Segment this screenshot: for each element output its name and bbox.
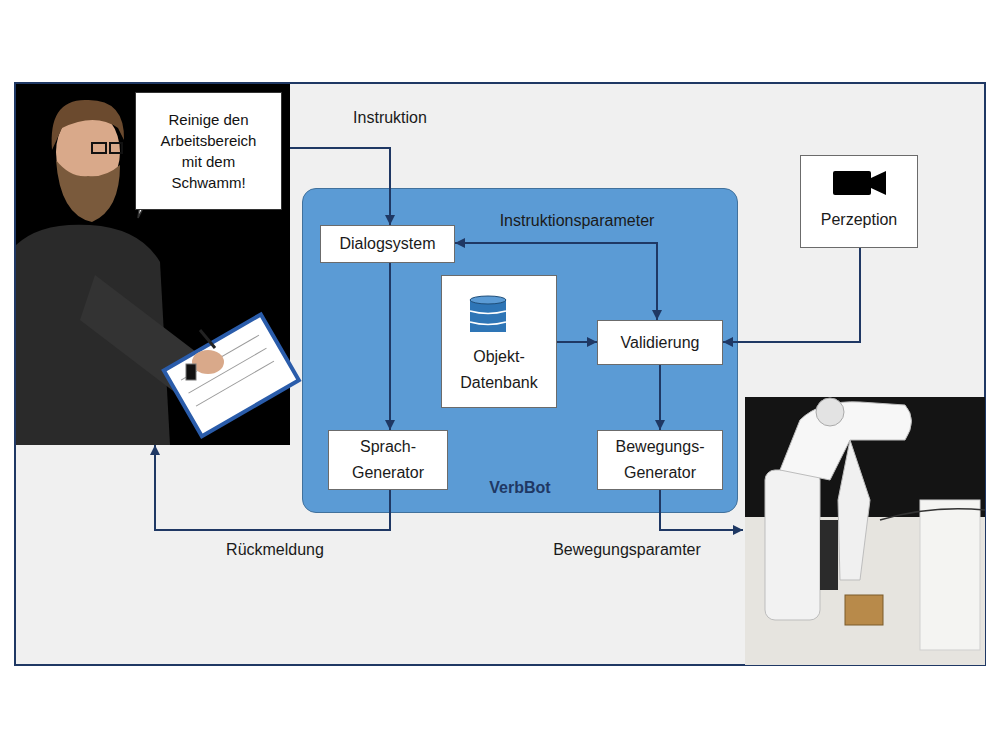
robot-base	[765, 470, 820, 620]
speech-bubble: Reinige den Arbeitsbereich mit dem Schwa…	[135, 92, 282, 210]
edge-label: Instruktionsparameter	[500, 212, 655, 230]
connector-arrow	[155, 445, 390, 530]
outer-frame	[15, 83, 985, 665]
person-panel: Reinige den Arbeitsbereich mit dem Schwa…	[15, 82, 290, 445]
robot-cable	[880, 509, 985, 520]
sensor-box: Perzeption	[800, 155, 918, 248]
clipboard-board	[164, 314, 299, 436]
connector-arrow	[557, 341, 597, 343]
pen	[200, 330, 215, 348]
database-box: Objekt- Datenbank	[441, 275, 557, 408]
database-top	[470, 296, 506, 304]
clipboard	[164, 314, 299, 436]
database-icon	[470, 296, 506, 332]
sponge-block	[845, 595, 883, 625]
connector-arrow	[723, 248, 860, 342]
node-label: Sprach- Generator	[329, 434, 447, 486]
camera-icon	[833, 171, 886, 195]
robot-photo	[745, 397, 985, 665]
edge-label: Rückmeldung	[226, 541, 324, 559]
motion-output-arrow	[660, 490, 743, 530]
connector-arrow	[455, 243, 657, 320]
edge-label: Instruktion	[353, 109, 427, 127]
node-label: Bewegungs- Generator	[598, 434, 722, 486]
robot-gripper	[820, 520, 838, 590]
node-label: Validierung	[617, 331, 704, 355]
clipboard-line	[189, 348, 267, 393]
process-box: Sprach- Generator	[328, 430, 448, 490]
node-label: VerbBot	[303, 479, 737, 497]
person-glasses	[92, 143, 106, 153]
process-box: Bewegungs- Generator	[597, 430, 723, 490]
database-band	[470, 322, 506, 325]
connector-arrow	[389, 263, 391, 430]
robot-joint	[816, 398, 844, 426]
node-label: Perzeption	[817, 208, 902, 232]
person-hand	[192, 350, 224, 374]
node-label: Objekt- Datenbank	[442, 344, 556, 396]
signal-label: Bewegungsparamter	[553, 541, 701, 559]
robot-forearm	[838, 440, 870, 580]
process-box: Dialogsystem	[320, 225, 455, 263]
person-glasses	[110, 143, 122, 153]
node-label: Dialogsystem	[335, 232, 439, 256]
clipboard-line	[181, 335, 259, 380]
workpiece-blocks	[920, 500, 980, 650]
wristwatch	[186, 364, 196, 380]
system-container: DialogsystemObjekt- Datenbank Validierung…	[302, 188, 738, 513]
camera-lens	[871, 171, 886, 195]
database-band	[470, 311, 506, 314]
connector-arrow	[659, 365, 661, 430]
camera-body	[833, 171, 871, 195]
speech-text: Reinige den Arbeitsbereich mit dem Schwa…	[153, 109, 265, 193]
process-box: Validierung	[597, 320, 723, 365]
person-beard	[56, 160, 120, 222]
database-body	[470, 300, 506, 332]
connector-arrow	[290, 148, 390, 225]
